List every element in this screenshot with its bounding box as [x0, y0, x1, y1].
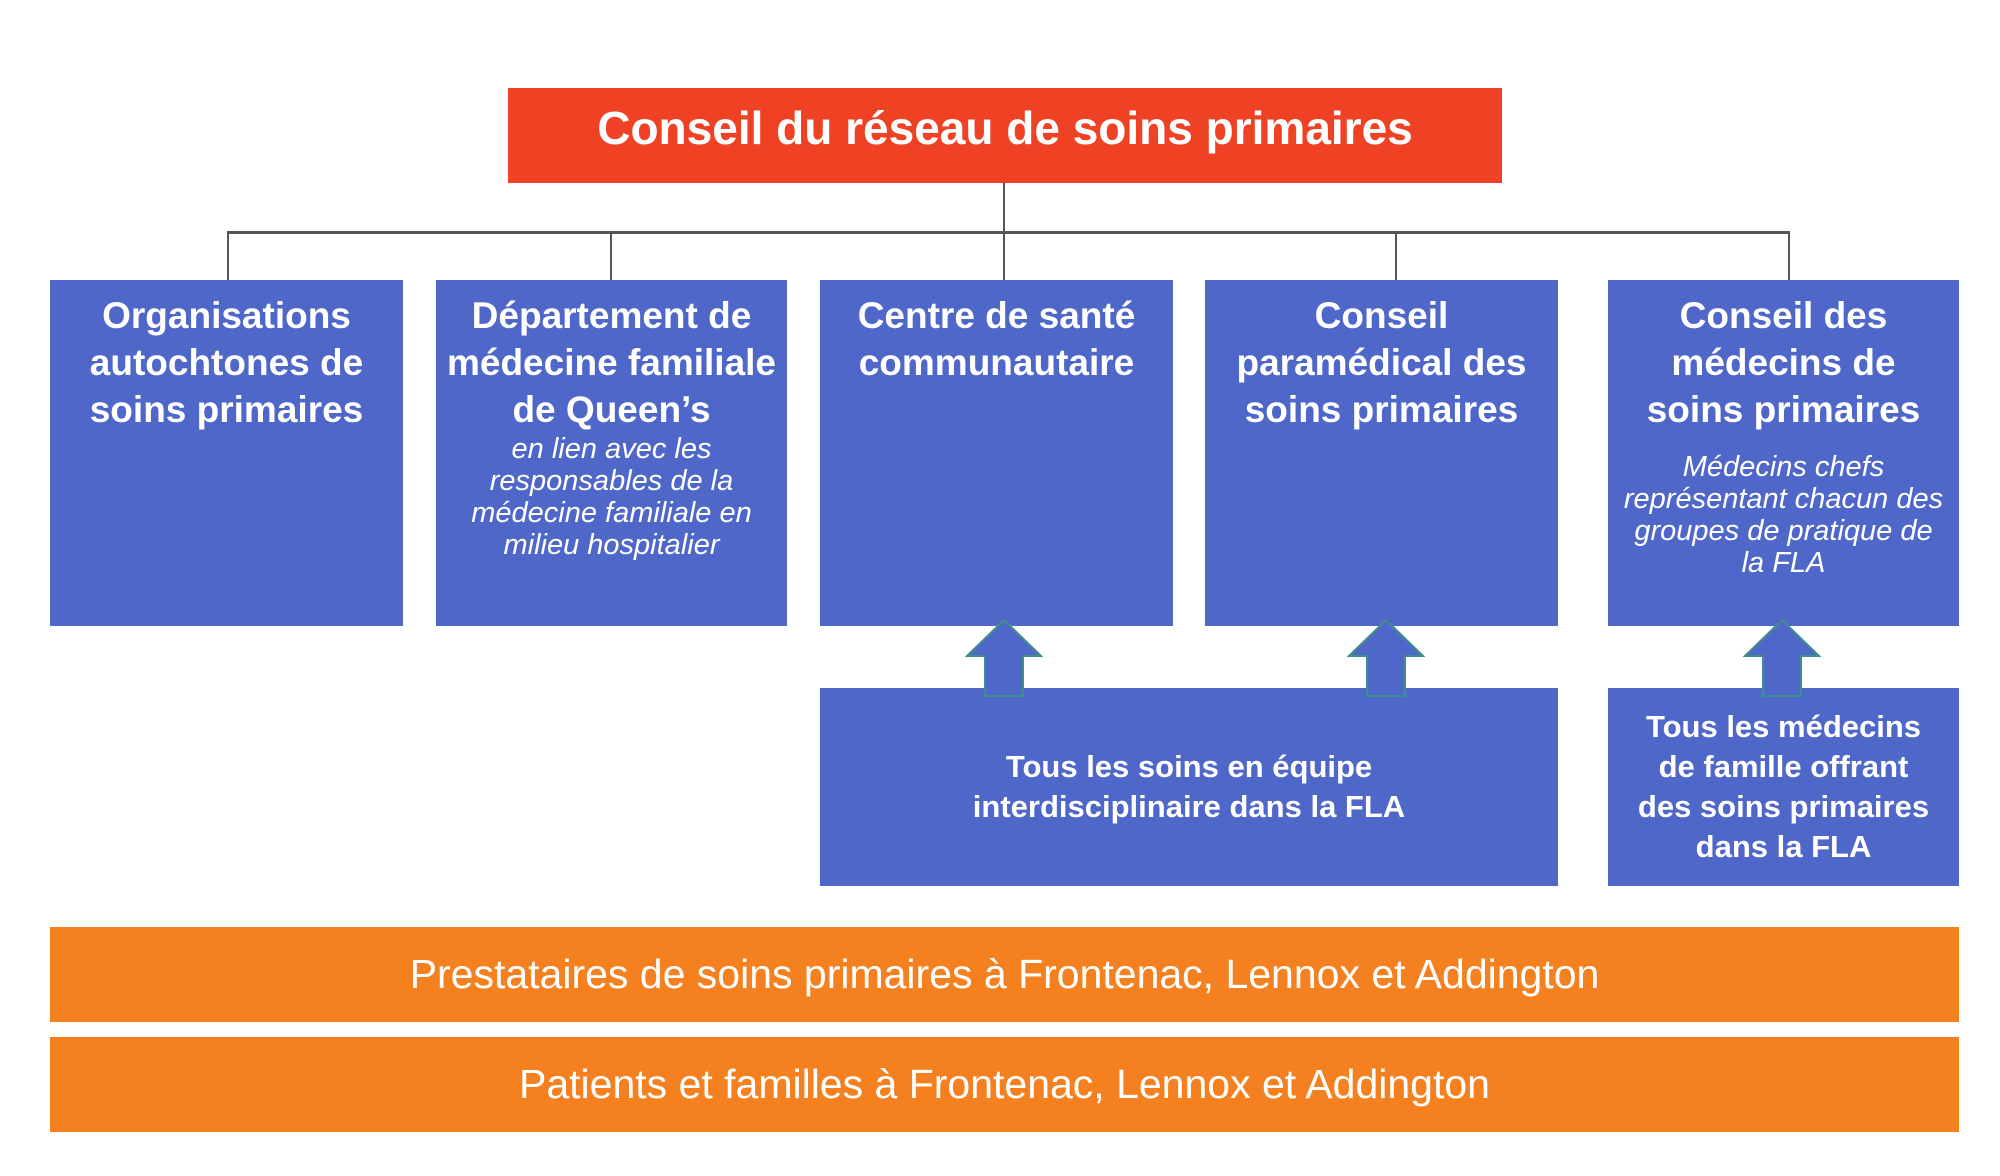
unit-subtitle: en lien avec les responsables de la méde…: [471, 433, 752, 561]
connector-line: [227, 231, 1790, 234]
connector-line: [1003, 183, 1005, 232]
up-arrow-icon: [1347, 618, 1425, 697]
family-physicians-box: Tous les médecins de famille offrant des…: [1608, 688, 1959, 886]
unit-heading: Conseil des médecins de soins primaires: [1646, 295, 1921, 430]
unit-heading: Organisations autochtones de soins prima…: [89, 295, 364, 430]
providers-band: Prestataires de soins primaires à Fronte…: [50, 927, 1959, 1022]
network-council-box: Conseil du réseau de soins primaires: [508, 88, 1502, 183]
connector-line: [1003, 232, 1005, 280]
physicians-council-box: Conseil des médecins de soins primaires …: [1608, 280, 1959, 626]
community-health-centre-box: Centre de santé communautaire: [820, 280, 1173, 626]
connector-line: [1395, 232, 1397, 280]
patients-band: Patients et familles à Frontenac, Lennox…: [50, 1037, 1959, 1132]
feeder-text: Tous les soins en équipe interdisciplina…: [972, 749, 1406, 824]
queens-department-box: Département de médecine familiale de Que…: [436, 280, 787, 626]
connector-line: [610, 232, 612, 280]
paramedical-council-box: Conseil paramédical des soins primaires: [1205, 280, 1558, 626]
unit-heading: Département de médecine familiale de Que…: [446, 295, 777, 430]
indigenous-organizations-box: Organisations autochtones de soins prima…: [50, 280, 403, 626]
up-arrow-icon: [1743, 618, 1821, 697]
up-arrow-icon: [965, 618, 1043, 697]
unit-subtitle: Médecins chefs représentant chacun des g…: [1623, 451, 1944, 579]
interdisciplinary-team-box: Tous les soins en équipe interdisciplina…: [820, 688, 1558, 886]
connector-line: [1788, 232, 1790, 280]
unit-heading: Centre de santé communautaire: [857, 295, 1136, 383]
unit-heading: Conseil paramédical des soins primaires: [1236, 295, 1527, 430]
feeder-text: Tous les médecins de famille offrant des…: [1637, 709, 1930, 864]
connector-line: [227, 232, 229, 280]
